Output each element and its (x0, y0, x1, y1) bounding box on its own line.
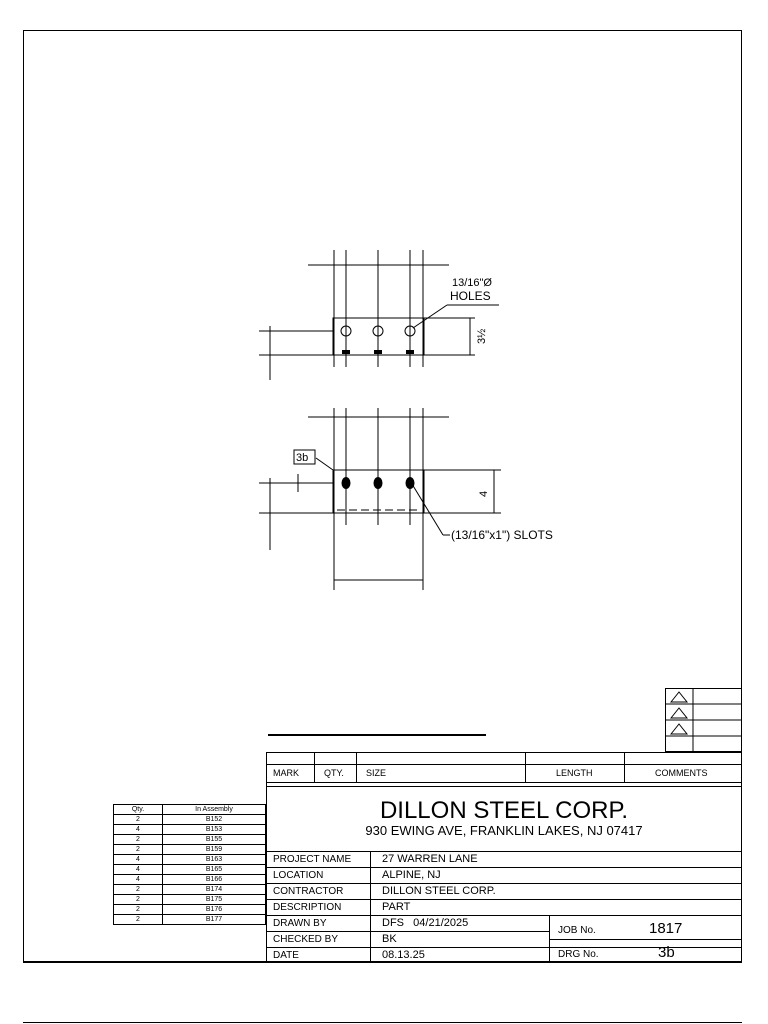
slot-2 (373, 477, 383, 489)
date-label: DATE (273, 950, 299, 961)
project-name: 27 WARREN LANE (382, 853, 478, 865)
company-name: DILLON STEEL CORP. (379, 797, 629, 824)
location: ALPINE, NJ (382, 869, 441, 881)
assembly-qty: 2 (113, 884, 163, 895)
assembly-mark: B176 (162, 904, 266, 915)
assembly-qty: 2 (113, 904, 163, 915)
holes-label: HOLES (450, 289, 491, 303)
date: 08.13.25 (382, 949, 425, 961)
drawn-by-label: DRAWN BY (273, 918, 327, 929)
description: PART (382, 901, 411, 913)
job-no: 1817 (649, 920, 683, 937)
contractor: DILLON STEEL CORP. (382, 885, 496, 897)
hole-2 (372, 325, 384, 337)
assembly-qty: 2 (113, 844, 163, 855)
assembly-mark: B166 (162, 874, 266, 885)
checked-by: BK (382, 933, 397, 945)
description-label: DESCRIPTION (273, 902, 342, 913)
slot-1 (341, 477, 351, 489)
top-view (259, 250, 499, 380)
assembly-mark: B159 (162, 844, 266, 855)
mark-tag-box (293, 449, 316, 465)
slot-label: (13/16"x1") SLOTS (451, 528, 553, 542)
assembly-qty: 2 (113, 834, 163, 845)
assembly-mark: B155 (162, 834, 266, 845)
drg-no-label: DRG No. (558, 949, 599, 960)
project-name-label: PROJECT NAME (273, 854, 352, 865)
assembly-mark: B163 (162, 854, 266, 865)
slot-3 (405, 477, 415, 489)
assembly-qty: 4 (113, 874, 163, 885)
assembly-header-qty: Qty. (113, 804, 163, 815)
hole-size-label: 13/16"Ø (452, 277, 492, 289)
revision-block (665, 688, 742, 752)
assembly-qty: 2 (113, 914, 163, 925)
header-mark: MARK (273, 768, 300, 778)
checked-by-label: CHECKED BY (273, 934, 339, 945)
assembly-table-header: Qty. In Assembly (113, 804, 266, 815)
assembly-mark: B165 (162, 864, 266, 875)
header-size: SIZE (366, 768, 387, 778)
drg-no: 3b (658, 944, 675, 961)
header-length: LENGTH (556, 768, 593, 778)
contractor-label: CONTRACTOR (273, 886, 344, 897)
assembly-qty: 2 (113, 814, 163, 825)
assembly-qty: 4 (113, 864, 163, 875)
job-no-label: JOB No. (558, 925, 596, 936)
assembly-header-in-assembly: In Assembly (162, 804, 266, 815)
assembly-mark: B177 (162, 914, 266, 925)
hole-1 (340, 325, 352, 337)
mark-tag: 3b (296, 452, 308, 464)
front-view (259, 408, 501, 590)
location-label: LOCATION (273, 870, 324, 881)
assembly-mark: B153 (162, 824, 266, 835)
bottom-rule (23, 1022, 742, 1023)
header-qty: QTY. (324, 768, 344, 778)
hole-3 (404, 325, 416, 337)
drawn-by: DFS 04/21/2025 (382, 917, 469, 929)
assembly-qty: 4 (113, 824, 163, 835)
company-address: 930 EWING AVE, FRANKLIN LAKES, NJ 07417 (365, 823, 643, 838)
header-comments: COMMENTS (655, 768, 708, 778)
width-dimension: 4 (478, 491, 490, 497)
title-block: MARK QTY. SIZE LENGTH COMMENTS DILLON ST… (266, 752, 742, 963)
height-dimension: 3½ (476, 329, 488, 344)
assembly-mark: B174 (162, 884, 266, 895)
assembly-qty: 2 (113, 894, 163, 905)
assembly-qty: 4 (113, 854, 163, 865)
assembly-mark: B175 (162, 894, 266, 905)
assembly-mark: B152 (162, 814, 266, 825)
